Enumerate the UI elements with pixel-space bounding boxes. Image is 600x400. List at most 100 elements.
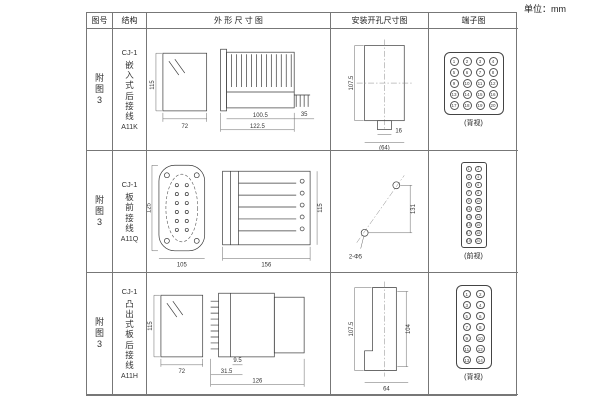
dim-label-104: 104 [406, 323, 412, 334]
terminal-circle: 4 [476, 300, 485, 310]
terminal-circle: 5 [465, 181, 472, 189]
terminal-circle: 14 [476, 355, 485, 365]
dim-label-16: 16 [395, 128, 402, 134]
terminal-circle: 4 [475, 173, 482, 181]
install-drawing-a11h: 107.5 104 64 [331, 273, 429, 395]
mount-type-label: 嵌入式后接线 [125, 59, 134, 121]
terminal-circle: 1 [462, 289, 471, 299]
header-install: 安装开孔尺寸图 [331, 13, 429, 29]
dim-label-100-5: 100.5 [253, 112, 269, 118]
terminal-circle: 7 [475, 67, 485, 77]
install-svg-row3: 107.5 104 64 [349, 281, 412, 392]
terminal-circle: 10 [462, 78, 472, 88]
type-code-label: A11H [121, 373, 138, 381]
spec-table: 图号 结构 外 形 尺 寸 图 安装开孔尺寸图 端子图 附图3 CJ-1 嵌入式… [86, 12, 518, 396]
install-svg-row1: 107.5 16 (64) [349, 39, 413, 150]
dim-label-107-5: 107.5 [349, 74, 355, 90]
terminal-circle: 17 [465, 229, 472, 237]
terminal-circle: 14 [475, 213, 482, 221]
terminal-circle: 15 [465, 221, 472, 229]
dim-label-115: 115 [318, 202, 324, 212]
terminal-circle: 8 [476, 322, 485, 332]
dim-label-107-5: 107.5 [349, 320, 355, 336]
dim-label-115: 115 [150, 79, 156, 89]
install-drawing-a11q: 131 2-Φ5 [331, 151, 429, 273]
terminal-circle: 12 [476, 344, 485, 354]
fig-number-label: 附图3 [94, 316, 104, 350]
outline-svg-row1: 115 72 100.5 122.5 35 [150, 48, 315, 132]
terminal-circle: 9 [462, 333, 471, 343]
fig-number-row1: 附图3 [87, 29, 113, 151]
outline-drawing-a11q: 125 105 156 115 [147, 151, 331, 273]
header-structure: 结构 [113, 13, 147, 29]
terminal-circle: 9 [465, 197, 472, 205]
outline-svg-row3: 115 72 9.5 31.5 126 [148, 292, 305, 387]
terminal-caption: (背视) [464, 119, 483, 127]
terminal-circle: 11 [475, 78, 485, 88]
dim-label-105: 105 [177, 262, 188, 268]
model-label: CJ-1 [121, 47, 138, 57]
dim-label-125: 125 [147, 202, 152, 213]
terminal-circle: 18 [475, 229, 482, 237]
install-svg-row2: 131 2-Φ5 [349, 174, 417, 260]
terminal-circle: 17 [449, 100, 459, 110]
terminal-circle: 15 [475, 89, 485, 99]
terminal-circle: 5 [462, 311, 471, 321]
header-outline: 外 形 尺 寸 图 [147, 13, 331, 29]
terminal-circle: 7 [462, 322, 471, 332]
dim-label-156: 156 [261, 262, 272, 268]
terminal-caption: (前视) [464, 253, 483, 261]
terminal-circle: 4 [488, 56, 498, 66]
terminal-circle: 18 [462, 100, 472, 110]
header-fig: 图号 [87, 13, 113, 29]
terminal-circle: 10 [476, 333, 485, 343]
terminal-circle: 11 [465, 205, 472, 213]
header-terminal: 端子图 [429, 13, 518, 29]
dim-label-9-5: 9.5 [233, 357, 242, 363]
fig-number-row3: 附图3 [87, 273, 113, 395]
dim-label-115: 115 [148, 320, 154, 330]
model-label: CJ-1 [121, 180, 138, 190]
dim-label-64: 64 [383, 386, 390, 392]
terminal-circle: 16 [475, 221, 482, 229]
dim-label-122-5: 122.5 [250, 123, 266, 129]
terminal-circle: 11 [462, 344, 471, 354]
terminal-circle: 20 [475, 237, 482, 245]
fig-number-label: 附图3 [94, 72, 104, 106]
terminal-circle: 9 [449, 78, 459, 88]
structure-row3: CJ-1 凸出式板后接线 A11H [113, 273, 147, 395]
terminal-circle: 19 [465, 237, 472, 245]
mount-type-label: 凸出式板后接线 [125, 298, 134, 370]
terminal-circle: 19 [475, 100, 485, 110]
terminal-circle: 13 [462, 355, 471, 365]
terminal-circle: 14 [462, 89, 472, 99]
model-label: CJ-1 [121, 286, 138, 296]
terminal-circle: 1 [465, 165, 472, 173]
type-code-label: A11Q [120, 235, 139, 243]
dim-label-72: 72 [181, 123, 188, 129]
dim-label-35: 35 [301, 111, 308, 117]
terminal-circle: 2 [475, 165, 482, 173]
terminal-circle: 3 [462, 300, 471, 310]
terminal-circle: 3 [465, 173, 472, 181]
dim-label-72: 72 [178, 368, 185, 374]
terminal-circle: 6 [475, 181, 482, 189]
terminal-circle: 16 [488, 89, 498, 99]
structure-row2: CJ-1 板前接线 A11Q [113, 151, 147, 273]
terminal-circle: 6 [476, 311, 485, 321]
dim-label-131: 131 [411, 204, 417, 214]
terminal-circle: 5 [449, 67, 459, 77]
terminal-circle: 2 [476, 289, 485, 299]
fig-number-row2: 附图3 [87, 151, 113, 273]
terminal-circle: 12 [475, 205, 482, 213]
dim-label-2phi5: 2-Φ5 [349, 254, 363, 260]
terminal-circle: 20 [488, 100, 498, 110]
terminal-circle: 10 [475, 197, 482, 205]
terminal-circle: 8 [475, 189, 482, 197]
